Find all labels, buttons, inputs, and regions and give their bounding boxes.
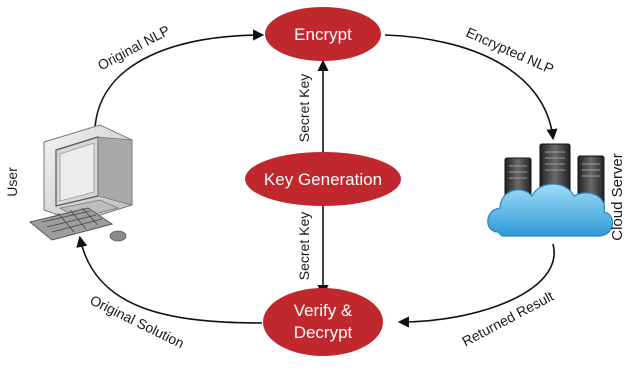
node-verify-label-line1: Verify & (294, 301, 353, 320)
arrow-cloud-to-verify (397, 243, 555, 328)
label-user: User (4, 167, 20, 197)
cloud-server-icon (487, 143, 614, 237)
node-key-generation-label: Key Generation (264, 170, 382, 189)
label-returned-result: Returned Result (459, 288, 556, 350)
node-encrypt-label: Encrypt (294, 25, 352, 44)
label-secret-key-bottom: Secret Key (296, 212, 312, 280)
node-verify-decrypt: Verify & Decrypt (263, 288, 383, 356)
node-key-generation: Key Generation (245, 152, 401, 206)
label-cloud-server: Cloud Server (609, 153, 626, 241)
arrow-verify-to-user (76, 235, 263, 324)
node-encrypt: Encrypt (265, 7, 381, 61)
node-verify-label-line2: Decrypt (294, 323, 353, 342)
computer-icon (28, 124, 133, 242)
arrow-encrypt-to-cloud (384, 34, 558, 141)
label-original-solution: Original Solution (88, 292, 187, 351)
label-secret-key-top: Secret Key (296, 74, 312, 142)
arrow-user-to-encrypt (94, 29, 265, 129)
